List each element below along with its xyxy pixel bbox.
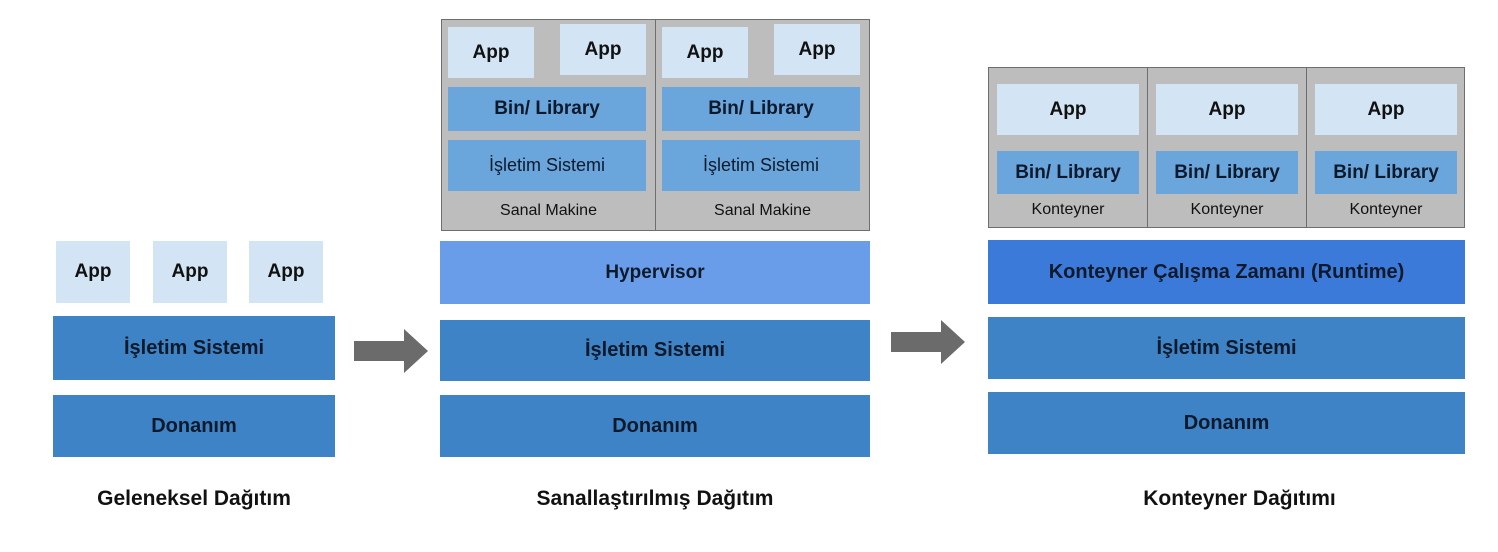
container1-app: App	[997, 84, 1139, 135]
container-runtime-layer: Konteyner Çalışma Zamanı (Runtime)	[988, 240, 1465, 304]
container-divider-1	[1147, 67, 1148, 228]
container-hardware-layer: Donanım	[988, 392, 1465, 454]
vm1-app-1: App	[448, 27, 534, 78]
traditional-os-layer: İşletim Sistemi	[53, 316, 335, 380]
traditional-hardware-layer: Donanım	[53, 395, 335, 457]
vm2-library: Bin/ Library	[662, 87, 860, 131]
traditional-app-2: App	[153, 241, 227, 303]
traditional-caption: Geleneksel Dağıtım	[97, 487, 291, 510]
container3-app: App	[1315, 84, 1457, 135]
vm1-os: İşletim Sistemi	[448, 140, 646, 191]
arrow-right-icon	[354, 329, 428, 373]
vm1-library: Bin/ Library	[448, 87, 646, 131]
traditional-app-3: App	[249, 241, 323, 303]
container1-library: Bin/ Library	[997, 151, 1139, 194]
container3-label: Konteyner	[1349, 201, 1423, 218]
virtualized-caption: Sanallaştırılmış Dağıtım	[536, 487, 774, 510]
container-os-layer: İşletim Sistemi	[988, 317, 1465, 379]
vm1-app-2: App	[560, 24, 646, 75]
hypervisor-layer: Hypervisor	[440, 241, 870, 304]
container2-library: Bin/ Library	[1156, 151, 1298, 194]
vm2-os: İşletim Sistemi	[662, 140, 860, 191]
traditional-app-1: App	[56, 241, 130, 303]
container1-label: Konteyner	[1031, 201, 1105, 218]
container-caption: Konteyner Dağıtımı	[1143, 487, 1336, 510]
vm2-label: Sanal Makine	[714, 202, 811, 219]
vm-divider	[655, 19, 656, 231]
virtualized-os-layer: İşletim Sistemi	[440, 320, 870, 381]
arrow-right-icon	[891, 320, 965, 364]
vm1-label: Sanal Makine	[500, 202, 597, 219]
vm2-app-1: App	[662, 27, 748, 78]
container3-library: Bin/ Library	[1315, 151, 1457, 194]
container2-label: Konteyner	[1190, 201, 1264, 218]
vm2-app-2: App	[774, 24, 860, 75]
container-divider-2	[1306, 67, 1307, 228]
virtualized-hardware-layer: Donanım	[440, 395, 870, 457]
container2-app: App	[1156, 84, 1298, 135]
